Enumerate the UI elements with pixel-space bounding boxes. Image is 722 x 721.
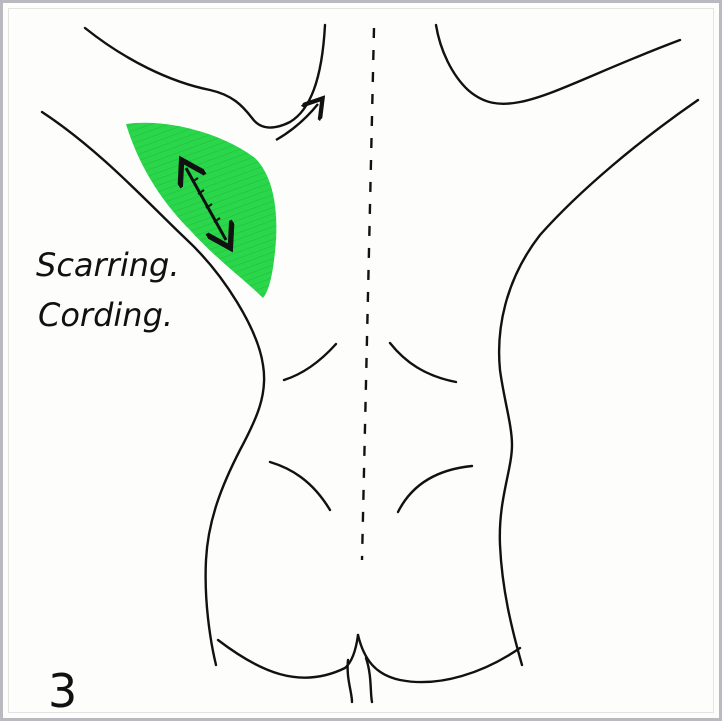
left-hip-curve xyxy=(270,462,330,510)
annotation-cording: Cording. xyxy=(38,296,173,334)
left-lower-back-curve xyxy=(284,344,336,380)
right-side-contour xyxy=(499,100,698,665)
right-lower-back-curve xyxy=(390,343,456,382)
gluteal-cleft-left xyxy=(348,660,352,702)
left-axilla-contour xyxy=(85,25,325,128)
annotation-scarring: Scarring. xyxy=(36,246,179,284)
curved-arrow-icon xyxy=(276,104,318,140)
right-axilla-contour xyxy=(436,25,680,104)
right-hip-curve xyxy=(398,466,472,512)
spine-dashed-line xyxy=(362,28,374,560)
panel-number: 3 xyxy=(48,664,77,718)
right-buttock-curve xyxy=(358,635,520,682)
left-buttock-curve xyxy=(218,635,358,678)
